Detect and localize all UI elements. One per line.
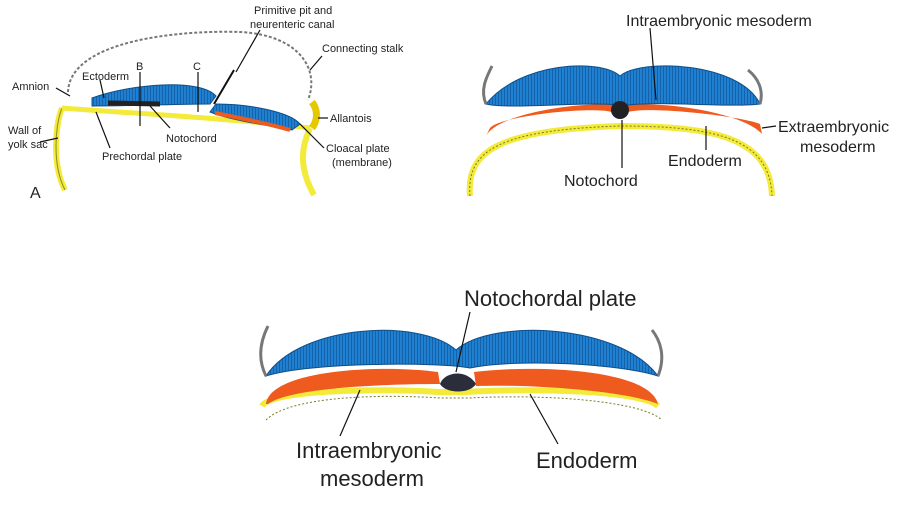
ectoderm-disc-a2 — [209, 103, 301, 131]
label-cloacal-membrane: (membrane) — [332, 157, 392, 169]
leader-primitive-pit — [235, 29, 261, 73]
panel-c: Notochordal plate Intraembryonic mesoder… — [259, 286, 664, 491]
amnion-stub-left-c — [259, 325, 270, 377]
label-intraembryonic-c-2: mesoderm — [320, 466, 424, 491]
amnion-membrane — [67, 30, 313, 101]
mesoderm-layer-b — [486, 104, 762, 136]
mesoderm-layer-c-left — [266, 368, 440, 404]
leader-notochordal-plate — [455, 311, 471, 373]
neurenteric-canal — [213, 69, 235, 105]
panel-b: Intraembryonic mesoderm Extraembryonic m… — [466, 13, 889, 197]
label-yolk-sac: yolk sac — [8, 139, 48, 151]
label-ectoderm: Ectoderm — [82, 71, 129, 83]
panel-a: Primitive pit and neurenteric canal Conn… — [8, 5, 404, 202]
leader-notochord-a — [149, 105, 171, 129]
label-section-b: B — [136, 61, 143, 73]
label-endoderm-b: Endoderm — [668, 153, 742, 170]
leader-intraembryonic-c — [339, 389, 361, 437]
label-notochordal-plate: Notochordal plate — [464, 286, 636, 311]
notochord-a — [107, 100, 161, 107]
label-extraembryonic-2: mesoderm — [800, 139, 876, 156]
notochordal-plate — [440, 373, 476, 392]
label-notochord-a: Notochord — [166, 133, 217, 145]
label-allantois: Allantois — [330, 113, 372, 125]
label-primitive-pit: Primitive pit and — [254, 5, 332, 17]
amnion-stub-right-c — [650, 329, 664, 377]
leader-connecting-stalk — [309, 55, 323, 71]
leader-amnion — [55, 87, 71, 97]
label-section-c: C — [193, 61, 201, 73]
mesoderm-layer-c-right — [474, 368, 658, 404]
leader-extraembryonic-b — [761, 125, 777, 129]
figure-letter-a: A — [30, 185, 41, 202]
label-intraembryonic-b: Intraembryonic mesoderm — [626, 13, 812, 30]
notochord-b — [611, 101, 629, 119]
label-intraembryonic-c-1: Intraembryonic — [296, 438, 442, 463]
leader-wall-yolk-sac — [39, 137, 59, 143]
leader-intraembryonic-b — [649, 27, 657, 101]
label-neurenteric-canal: neurenteric canal — [250, 19, 334, 31]
leader-prechordal-plate — [95, 111, 111, 149]
leader-ectoderm — [99, 79, 105, 99]
leader-cloacal-plate — [299, 123, 325, 149]
ectoderm-layer-b — [485, 65, 761, 107]
leader-endoderm-c — [529, 393, 559, 445]
label-amnion: Amnion — [12, 81, 49, 93]
label-endoderm-c: Endoderm — [536, 448, 638, 473]
amnion-stub-right-b — [747, 68, 763, 105]
label-wall-of: Wall of — [8, 125, 42, 137]
ectoderm-layer-c — [264, 329, 660, 377]
yolk-sac-wall-right — [299, 126, 317, 197]
endoderm-layer-c — [259, 387, 660, 409]
label-prechordal-plate: Prechordal plate — [102, 151, 182, 163]
label-cloacal-plate: Cloacal plate — [326, 143, 390, 155]
label-notochord-b: Notochord — [564, 173, 638, 190]
label-extraembryonic-1: Extraembryonic — [778, 119, 889, 136]
mesoderm-a — [214, 111, 291, 132]
label-connecting-stalk: Connecting stalk — [322, 43, 404, 55]
amnion-stub-left-b — [482, 65, 494, 105]
allantois — [309, 99, 320, 131]
